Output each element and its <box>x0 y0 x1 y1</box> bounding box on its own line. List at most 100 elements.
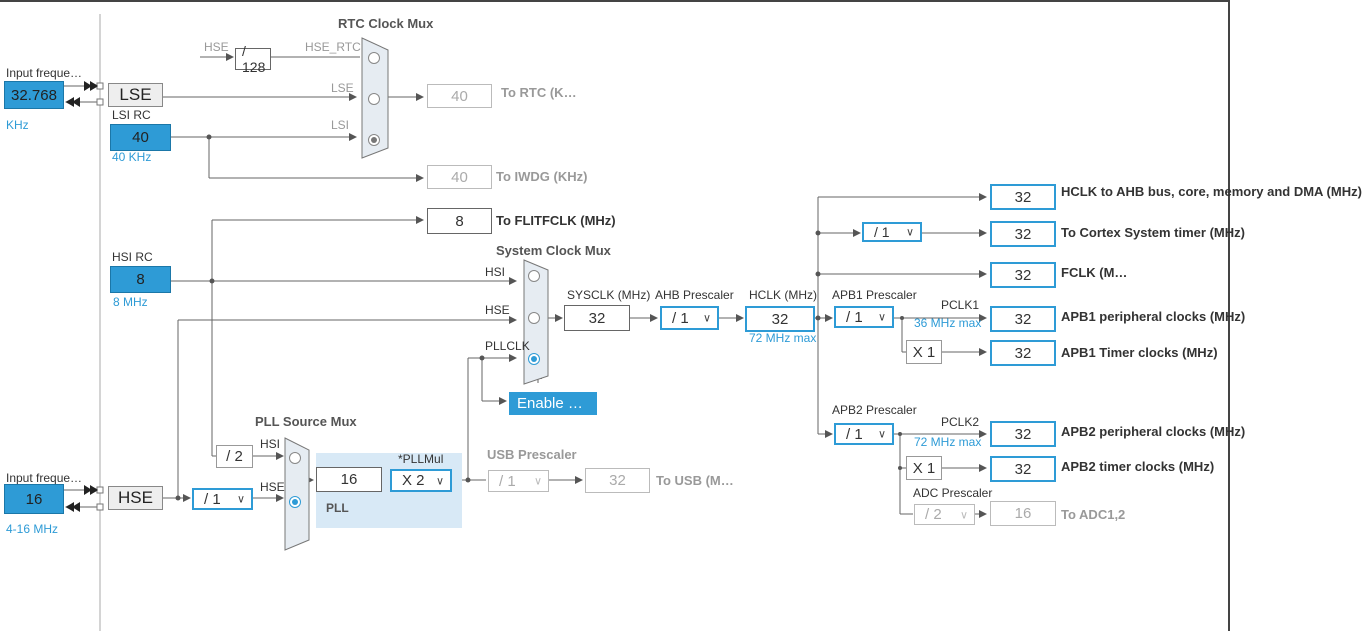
flitf-value: 8 <box>427 208 492 234</box>
adc-prescaler-select[interactable]: / 2 ∨ <box>914 504 975 525</box>
apb1-timer-multiplier: X 1 <box>906 340 942 364</box>
pll-mux-radio-hse[interactable] <box>289 496 301 508</box>
hsi-div2: / 2 <box>216 445 253 468</box>
cortex-timer-label: To Cortex System timer (MHz) <box>1061 225 1245 240</box>
sysclk-value: 32 <box>564 305 630 331</box>
flitf-label: To FLITFCLK (MHz) <box>496 213 616 228</box>
lsi-label: LSI RC <box>112 108 151 122</box>
iwdg-value: 40 <box>427 165 492 189</box>
rtc-mux-radio-lse[interactable] <box>368 93 380 105</box>
usb-prescaler-select[interactable]: / 1 ∨ <box>488 470 549 492</box>
chevron-down-icon: ∨ <box>533 475 542 488</box>
sys-mux-title: System Clock Mux <box>496 243 611 258</box>
sys-mux-radio-hsi[interactable] <box>528 270 540 282</box>
apb1-prescaler-select[interactable]: / 1 ∨ <box>834 306 894 328</box>
sysclk-label: SYSCLK (MHz) <box>567 288 651 302</box>
rtc-hse-label: HSE <box>204 40 229 54</box>
chevron-down-icon: ∨ <box>702 312 711 325</box>
lse-oscillator[interactable]: LSE <box>108 83 163 107</box>
apb1-prescaler-label: APB1 Prescaler <box>832 288 917 302</box>
apb2-timer-multiplier: X 1 <box>906 456 942 480</box>
hsi-value: 8 <box>110 266 171 293</box>
pllmul-select[interactable]: X 2 ∨ <box>390 469 452 492</box>
ahb-prescaler-select[interactable]: / 1 ∨ <box>660 306 719 330</box>
apb2-timer-label: APB2 timer clocks (MHz) <box>1061 459 1215 474</box>
chevron-down-icon: ∨ <box>435 475 444 487</box>
usb-prescaler-label: USB Prescaler <box>487 447 577 462</box>
chevron-down-icon: ∨ <box>905 226 914 239</box>
hse-unit: 4-16 MHz <box>6 522 59 536</box>
apb1-timer-label: APB1 Timer clocks (MHz) <box>1061 345 1218 360</box>
lse-unit: KHz <box>6 118 29 132</box>
chevron-down-icon: ∨ <box>877 428 886 441</box>
rtc-lsi-label: LSI <box>331 118 350 132</box>
adc-prescaler-label: ADC Prescaler <box>913 486 993 500</box>
sys-mux-pllclk-label: PLLCLK <box>485 339 530 353</box>
pclk2-label: PCLK2 <box>941 415 980 429</box>
hse-prediv-select[interactable]: / 1 ∨ <box>192 488 253 510</box>
lsi-unit: 40 KHz <box>112 150 152 164</box>
sys-mux-hse-label: HSE <box>485 303 510 317</box>
sys-mux-radio-hse[interactable] <box>528 312 540 324</box>
rtc-mux-radio-lsi[interactable] <box>368 134 380 146</box>
fclk-value: 32 <box>990 262 1056 288</box>
cortex-timer-divider-value: / 1 <box>874 224 890 240</box>
usb-prescaler-value: / 1 <box>499 472 516 490</box>
chevron-down-icon: ∨ <box>877 311 886 324</box>
pclk1-max: 36 MHz max <box>914 316 982 330</box>
adc-output-value: 16 <box>990 501 1056 526</box>
pll-mux-hsi-label: HSI <box>260 437 281 451</box>
apb1-peripheral-value: 32 <box>990 306 1056 332</box>
hclk-ahb-label: HCLK to AHB bus, core, memory and DMA (M… <box>1061 184 1362 199</box>
lsi-value: 40 <box>110 124 171 151</box>
apb1-peripheral-label: APB1 peripheral clocks (MHz) <box>1061 309 1246 324</box>
apb2-prescaler-value: / 1 <box>846 425 863 443</box>
hse-input-frequency[interactable]: 16 <box>4 484 64 514</box>
pll-label: PLL <box>326 501 349 515</box>
apb2-peripheral-label: APB2 peripheral clocks (MHz) <box>1061 424 1246 439</box>
lse-input-label: Input freque… <box>6 66 83 80</box>
ahb-prescaler-label: AHB Prescaler <box>655 288 734 302</box>
enable-css-button[interactable]: Enable … <box>509 392 597 415</box>
pll-mux-title: PLL Source Mux <box>255 414 357 429</box>
apb2-prescaler-select[interactable]: / 1 ∨ <box>834 423 894 445</box>
rtc-hse-rtc-label: HSE_RTC <box>305 40 361 54</box>
pllmul-value: X 2 <box>402 472 425 489</box>
adc-prescaler-value: / 2 <box>925 506 942 523</box>
hse-input-label: Input freque… <box>6 471 83 485</box>
hse-rtc-divider[interactable]: / 128 <box>235 43 271 75</box>
pll-mux-radio-hsi[interactable] <box>289 452 301 464</box>
chevron-down-icon: ∨ <box>959 509 968 521</box>
hclk-label: HCLK (MHz) <box>749 288 817 302</box>
rtc-output-value: 40 <box>427 84 492 108</box>
usb-output-value: 32 <box>585 468 650 493</box>
apb2-prescaler-label: APB2 Prescaler <box>832 403 917 417</box>
clock-tree-wires <box>0 0 1230 631</box>
cortex-timer-divider-select[interactable]: / 1 ∨ <box>862 222 922 242</box>
sys-mux-radio-pllclk[interactable] <box>528 353 540 365</box>
hclk-ahb-value: 32 <box>990 184 1056 210</box>
cortex-timer-value: 32 <box>990 221 1056 247</box>
hse-prediv-value: / 1 <box>204 490 221 508</box>
hsi-label: HSI RC <box>112 250 153 264</box>
pclk2-max: 72 MHz max <box>914 435 982 449</box>
apb1-prescaler-value: / 1 <box>846 308 863 326</box>
pclk1-label: PCLK1 <box>941 298 980 312</box>
usb-output-label: To USB (M… <box>656 473 734 488</box>
adc-output-label: To ADC1,2 <box>1061 507 1126 522</box>
hclk-value[interactable]: 32 <box>745 306 815 332</box>
fclk-label: FCLK (M… <box>1061 265 1128 280</box>
sys-mux-hsi-label: HSI <box>485 265 506 279</box>
rtc-output-label: To RTC (K… <box>501 85 577 100</box>
apb2-timer-value: 32 <box>990 456 1056 482</box>
ahb-prescaler-value: / 1 <box>672 309 689 327</box>
apb1-timer-value: 32 <box>990 340 1056 366</box>
rtc-lse-label: LSE <box>331 81 354 95</box>
pllmul-label: *PLLMul <box>398 452 444 466</box>
chevron-down-icon: ∨ <box>236 493 245 506</box>
apb2-peripheral-value: 32 <box>990 421 1056 447</box>
lse-input-frequency[interactable]: 32.768 <box>4 81 64 109</box>
pll-mux-hse-label: HSE <box>260 480 285 494</box>
rtc-mux-radio-hse[interactable] <box>368 52 380 64</box>
hse-oscillator[interactable]: HSE <box>108 486 163 510</box>
